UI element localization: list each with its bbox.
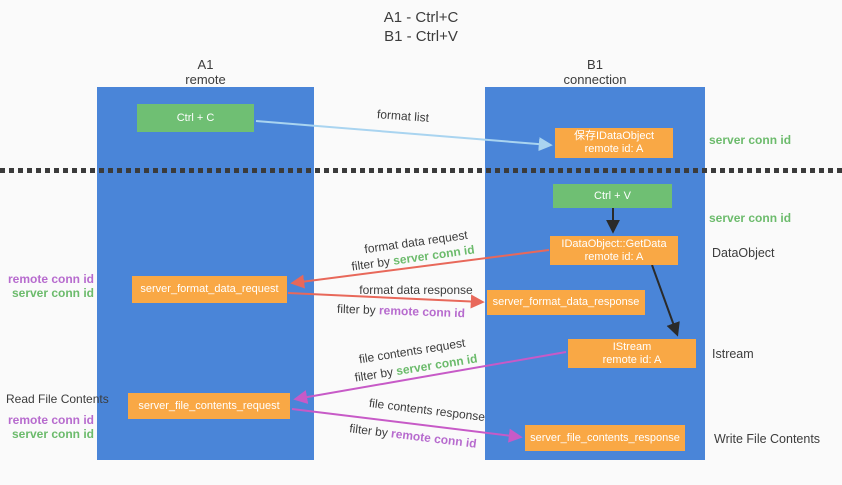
- node-server-file-contents-response-label: server_file_contents_response: [530, 431, 680, 444]
- remote-conn-id-text-2: remote conn id: [390, 426, 478, 451]
- column-header-a1: A1 remote: [97, 57, 314, 87]
- node-server-file-contents-request-label: server_file_contents_request: [138, 399, 280, 412]
- node-save-idataobject-line2: remote id: A: [584, 143, 644, 155]
- column-a1-subtitle: remote: [185, 72, 226, 87]
- flow-label-filter-by-remote-conn-id-1: filter by remote conn id: [337, 302, 465, 320]
- filter-by-text-2: filter by: [336, 301, 376, 318]
- title-line-2: B1 - Ctrl+V: [384, 28, 458, 45]
- node-ctrl-c: Ctrl + C: [137, 104, 254, 132]
- filter-by-text-4: filter by: [348, 421, 389, 440]
- node-idataobject-getdata-line2: remote id: A: [584, 250, 644, 263]
- node-server-file-contents-response: server_file_contents_response: [525, 425, 685, 451]
- right-dataobject-label: DataObject: [712, 246, 775, 260]
- filter-by-text-3: filter by: [353, 364, 395, 385]
- dotted-separator-line: [0, 168, 842, 173]
- left-server-conn-id-2: server conn id: [11, 427, 94, 441]
- node-server-format-data-response: server_format_data_response: [487, 290, 645, 315]
- node-server-format-data-response-label: server_format_data_response: [492, 296, 640, 308]
- flow-label-file-contents-response: file contents response: [368, 395, 486, 425]
- right-server-conn-id-top: server conn id: [709, 133, 792, 147]
- filter-by-text-1: filter by: [350, 254, 391, 274]
- read-file-contents-label: Read File Contents: [6, 392, 109, 406]
- flow-label-format-data-response: format data response: [359, 283, 473, 297]
- node-idataobject-getdata: IDataObject::GetData remote id: A: [550, 236, 678, 265]
- right-write-file-contents-label: Write File Contents: [714, 432, 821, 446]
- node-server-format-data-request-label: server_format_data_request: [140, 283, 279, 295]
- node-idataobject-getdata-line1: IDataObject::GetData: [561, 237, 667, 250]
- remote-conn-id-text-1: remote conn id: [378, 303, 466, 321]
- node-istream-line1: IStream: [612, 340, 652, 353]
- left-server-conn-id-1: server conn id: [11, 286, 94, 300]
- node-ctrl-v: Ctrl + V: [553, 184, 672, 208]
- flow-label-format-list: format list: [376, 107, 430, 125]
- column-a1-name: A1: [197, 57, 214, 72]
- column-b1-name: B1: [587, 57, 603, 72]
- node-server-file-contents-request: server_file_contents_request: [128, 393, 290, 419]
- node-save-idataobject: 保存IDataObject remote id: A: [555, 128, 673, 158]
- node-server-format-data-request: server_format_data_request: [132, 276, 287, 303]
- column-b1-subtitle: connection: [563, 72, 627, 87]
- title-line-1: A1 - Ctrl+C: [383, 9, 459, 26]
- column-header-b1: B1 connection: [485, 57, 705, 87]
- flow-label-filter-by-remote-conn-id-2: filter by remote conn id: [349, 421, 478, 451]
- node-istream-line2: remote id: A: [602, 353, 662, 366]
- left-labels-format: remote conn id server conn id: [6, 272, 94, 300]
- node-save-idataobject-line1: 保存IDataObject: [573, 130, 655, 142]
- node-ctrl-v-label: Ctrl + V: [594, 189, 631, 202]
- diagram-title: A1 - Ctrl+C B1 - Ctrl+V: [0, 8, 842, 46]
- right-server-conn-id-mid: server conn id: [709, 211, 792, 225]
- left-labels-file: Read File Contents remote conn id server…: [6, 392, 109, 441]
- left-remote-conn-id-2: remote conn id: [7, 413, 94, 427]
- left-remote-conn-id-1: remote conn id: [7, 272, 94, 286]
- right-istream-label: Istream: [712, 347, 754, 361]
- node-ctrl-c-label: Ctrl + C: [176, 111, 215, 124]
- node-istream: IStream remote id: A: [568, 339, 696, 368]
